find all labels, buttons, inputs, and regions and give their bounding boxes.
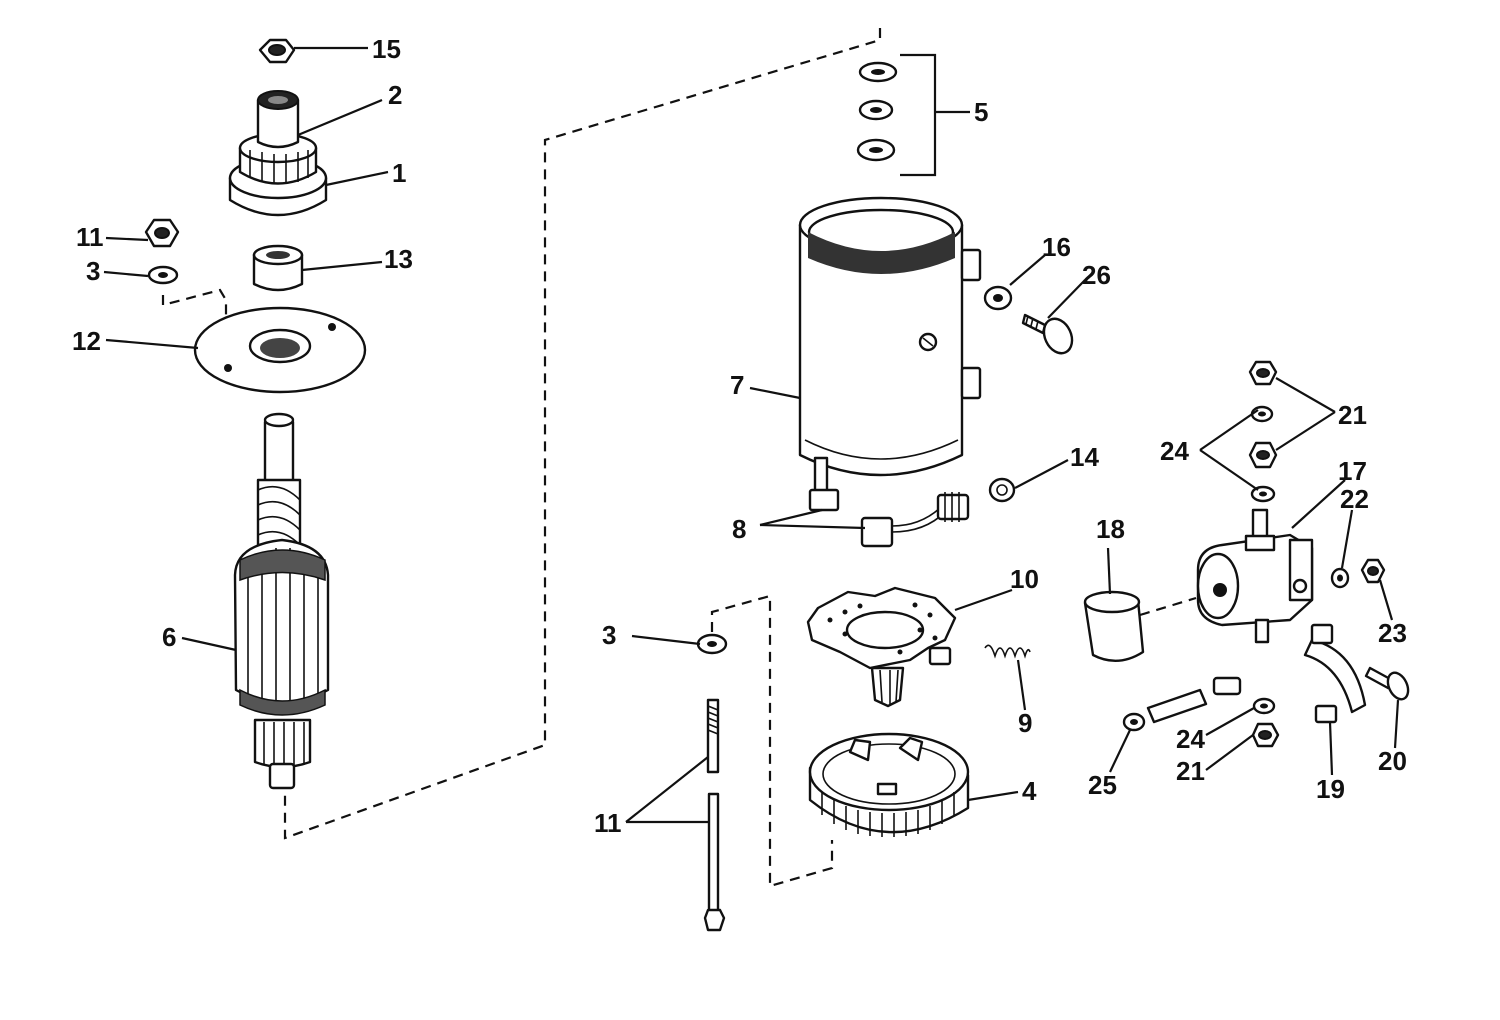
- part-3-washer-left: [147, 265, 179, 285]
- part-11-thru-bolts: [703, 698, 726, 932]
- part-1-drive-assembly: [228, 90, 328, 217]
- part-20-screw: [1364, 666, 1410, 701]
- part-7-frame-housing: [798, 196, 982, 477]
- label-20: 20: [1378, 746, 1407, 776]
- label-4: 4: [1022, 776, 1037, 806]
- label-18: 18: [1096, 514, 1125, 544]
- label-17: 17: [1338, 456, 1367, 486]
- label-19: 19: [1316, 774, 1345, 804]
- label-21-bottom: 21: [1176, 756, 1205, 786]
- label-6: 6: [162, 622, 176, 652]
- label-5: 5: [974, 97, 988, 127]
- label-10: 10: [1010, 564, 1039, 594]
- part-24-washer-top: [1250, 405, 1274, 423]
- label-9: 9: [1018, 708, 1032, 738]
- part-24-washer-bottom: [1252, 697, 1276, 715]
- label-11-right: 11: [594, 808, 622, 838]
- part-8-brushes: [808, 456, 970, 548]
- label-14: 14: [1070, 442, 1099, 472]
- part-15-nut: [258, 38, 296, 64]
- part-10-brush-plate: [806, 586, 957, 708]
- part-5-washers: [856, 61, 898, 162]
- part-14-nut: [988, 477, 1016, 503]
- part-18-boot: [1083, 590, 1145, 662]
- leader-lines: [103, 46, 1400, 824]
- label-11-left: 11: [76, 222, 104, 252]
- label-23: 23: [1378, 618, 1407, 648]
- part-22-washer: [1330, 567, 1350, 589]
- part-3-washer-right: [696, 633, 728, 655]
- label-2: 2: [388, 80, 402, 110]
- label-1: 1: [392, 158, 406, 188]
- part-25-terminal: [1122, 676, 1242, 732]
- label-15: 15: [372, 34, 401, 64]
- part-13-bushing: [252, 244, 304, 292]
- label-13: 13: [384, 244, 413, 274]
- label-25: 25: [1088, 770, 1117, 800]
- part-19-strap: [1303, 623, 1367, 724]
- part-17-solenoid: [1196, 508, 1314, 644]
- part-11-nut-left: [144, 218, 180, 248]
- label-7: 7: [730, 370, 744, 400]
- label-3-right: 3: [602, 620, 616, 650]
- alignment-lines: [161, 28, 1197, 888]
- part-26-screw: [1021, 313, 1074, 355]
- part-16-washer: [983, 285, 1013, 311]
- label-12: 12: [72, 326, 101, 356]
- label-24-bottom: 24: [1176, 724, 1205, 754]
- part-21-nut-mid: [1248, 441, 1278, 469]
- part-4-end-cap: [808, 732, 970, 837]
- label-3-left: 3: [86, 256, 100, 286]
- label-22: 22: [1340, 484, 1369, 514]
- part-23-nut: [1360, 558, 1386, 584]
- label-24-top: 24: [1160, 436, 1189, 466]
- part-6-armature: [233, 412, 330, 790]
- label-8: 8: [732, 514, 746, 544]
- part-21-nut-bottom: [1251, 722, 1280, 748]
- label-26: 26: [1082, 260, 1111, 290]
- part-12-end-plate: [193, 306, 367, 394]
- label-21-top: 21: [1338, 400, 1367, 430]
- label-16: 16: [1042, 232, 1071, 262]
- part-9-spring: [984, 644, 1031, 659]
- part-21-nut-top: [1248, 360, 1278, 386]
- part-labels: 15 2 1 11 3 13 12 6 5 16 26 7 14 8 21 24…: [72, 34, 1407, 838]
